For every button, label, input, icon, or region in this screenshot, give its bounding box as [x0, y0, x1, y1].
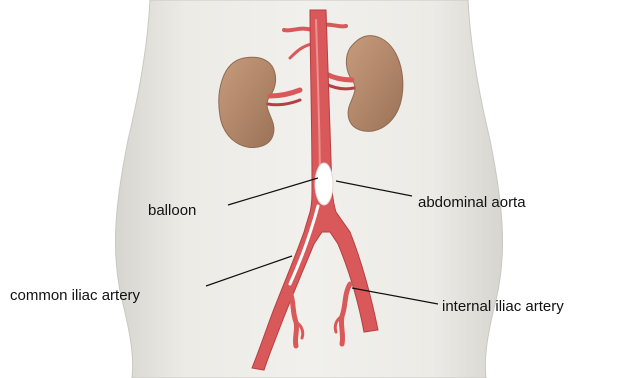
common-iliac-artery-label: common iliac artery: [10, 288, 140, 303]
internal-iliac-artery-label: internal iliac artery: [442, 299, 564, 314]
abdominal-aorta-label: abdominal aorta: [418, 195, 526, 210]
torso-silhouette: [115, 0, 502, 378]
balloon-shape: [315, 163, 333, 205]
balloon-label: balloon: [148, 203, 196, 218]
